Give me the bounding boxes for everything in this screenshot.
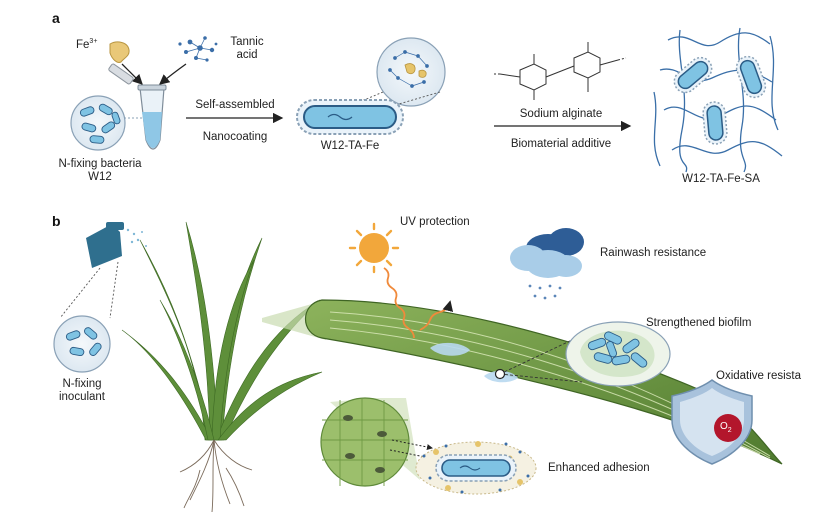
sun-icon: [348, 222, 400, 274]
sprayer-icon: [86, 222, 147, 268]
o2-label: O2: [720, 421, 732, 434]
uv-protection-label: UV protection: [400, 216, 470, 228]
leaf-surface-zoom-circle: [320, 397, 410, 487]
grass-plant-illustration: [121, 221, 323, 441]
biofilm-zoom-circle: [565, 321, 671, 387]
w12-ta-fe-label: W12-TA-Fe: [320, 140, 380, 152]
fe-arrow: [121, 63, 143, 85]
test-tube-icon: [137, 84, 167, 150]
panel-label-b: b: [52, 213, 61, 229]
dropper-icon: [108, 63, 134, 85]
w12-ta-fe-sa-label: W12-TA-Fe-SA: [682, 173, 760, 185]
fe3-label: Fe3+: [76, 38, 98, 51]
biomaterial-additive-label: Biomaterial additive: [510, 138, 612, 150]
biofilm-point-marker: [494, 368, 506, 380]
enhanced-adhesion-label: Enhanced adhesion: [548, 462, 650, 474]
nanocoating-label: Nanocoating: [202, 131, 268, 143]
iron-particle-icon: [109, 41, 130, 63]
tannic-arrow: [159, 63, 187, 85]
rainwash-resistance-label: Rainwash resistance: [600, 247, 707, 259]
oxidative-resistance-label: Oxidative resista: [716, 370, 802, 382]
oxygen-molecule-icon: [714, 414, 742, 442]
inoculant-zoom-circle: [53, 315, 111, 373]
strengthened-biofilm-label: Strengthened biofilm: [646, 317, 752, 329]
uv-ray-incoming: [383, 267, 415, 339]
tannic-acid-molecule-icon: [178, 36, 218, 62]
sodium-alginate-structure-icon: [494, 42, 627, 100]
panel-label-a: a: [52, 10, 60, 26]
rain-cloud-icon: [510, 228, 584, 300]
bacteria-culture-circle: [70, 95, 126, 151]
root-system-illustration: [179, 439, 253, 513]
nanocoating-zoom-circle: [376, 37, 446, 107]
adhered-coated-bacterium: [415, 441, 537, 495]
self-assembled-label: Self-assembled: [195, 99, 275, 111]
alginate-network-bacteria: [653, 27, 783, 173]
sodium-alginate-label: Sodium alginate: [519, 108, 603, 120]
uv-ray-reflected: [419, 300, 454, 331]
coated-bacterium-w12-ta-fe: [296, 99, 404, 135]
